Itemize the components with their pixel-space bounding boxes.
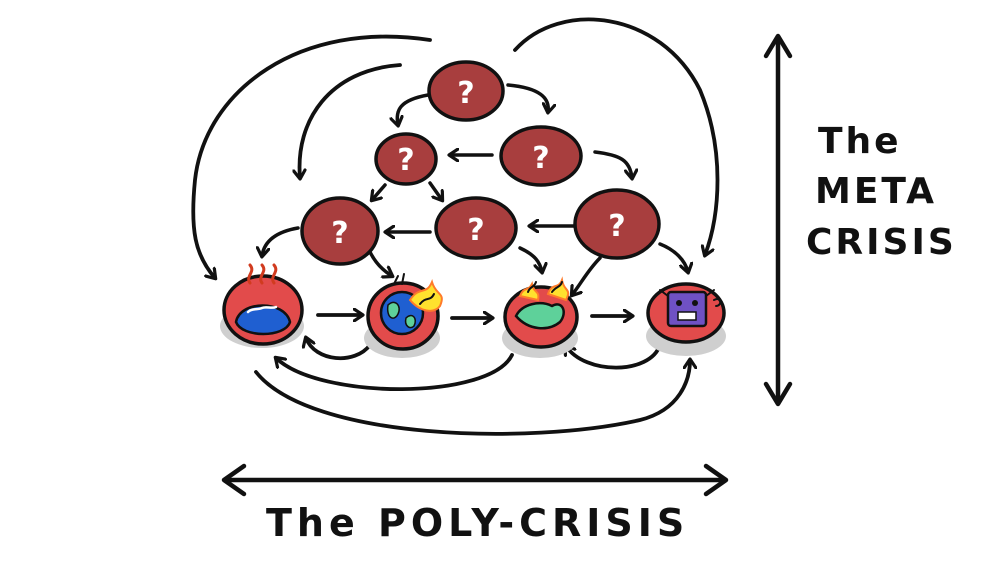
arrow-left-to-earth	[368, 250, 392, 276]
poly-node-boiling-water	[220, 263, 304, 348]
burning-earth-icon	[379, 273, 443, 336]
arc-outer-right	[513, 17, 720, 255]
boiling-water-icon	[234, 263, 292, 336]
meta-node-top: ?	[427, 60, 505, 122]
poly-arrows	[254, 315, 690, 436]
robot-icon	[659, 289, 722, 328]
question-mark-icon: ?	[608, 209, 625, 244]
meta-node-center: ?	[434, 196, 518, 260]
poly-crisis-label: The POLY-CRISIS	[266, 501, 689, 545]
meta-node-mid-left: ?	[374, 132, 438, 186]
arrow-earth-back-to-water	[306, 338, 372, 360]
poly-node-flaming-land	[502, 276, 579, 358]
meta-axis-arrow	[763, 33, 793, 407]
meta-node-mid-right: ?	[499, 125, 583, 187]
arrow-midleft-to-left	[372, 183, 387, 200]
poly-node-burning-earth	[364, 273, 443, 358]
poly-node-robot	[646, 282, 726, 356]
meta-crisis-label-line3: CRISIS	[806, 222, 957, 263]
poly-axis-arrow	[221, 463, 729, 497]
arrow-midright-to-right	[593, 150, 632, 178]
outer-arcs	[191, 17, 720, 278]
arrow-right-to-robot	[658, 242, 688, 272]
arc-inner-left	[300, 63, 402, 178]
flaming-land-icon	[514, 276, 570, 330]
arrow-top-to-mid-left	[397, 93, 430, 125]
arrow-left-to-water	[262, 226, 300, 256]
arc-outer-left	[191, 34, 432, 278]
question-mark-icon: ?	[457, 76, 474, 111]
arrow-top-to-mid-right	[506, 83, 548, 112]
meta-arrows	[262, 83, 688, 295]
arrow-robot-back-to-land	[566, 343, 662, 370]
meta-node-left: ?	[300, 196, 380, 266]
question-mark-icon: ?	[397, 143, 414, 178]
question-mark-icon: ?	[331, 216, 348, 251]
meta-node-right: ?	[573, 188, 661, 260]
question-mark-icon: ?	[532, 141, 549, 176]
question-mark-icon: ?	[467, 213, 484, 248]
arrow-center-to-land	[518, 246, 542, 272]
arrow-land-back-to-water	[276, 353, 514, 391]
arrow-water-to-robot	[254, 360, 690, 436]
meta-crisis-label-line1: The	[818, 121, 902, 162]
arrow-right-to-land	[572, 256, 602, 295]
arrow-midleft-to-center	[428, 181, 442, 200]
meta-crisis-label-line2: META	[815, 171, 937, 212]
